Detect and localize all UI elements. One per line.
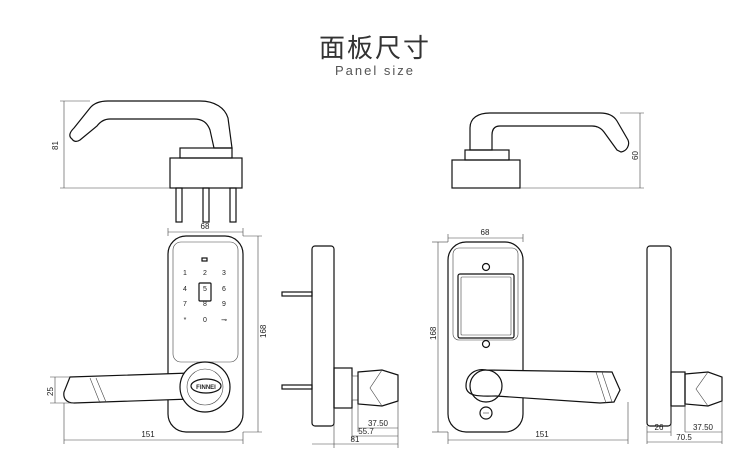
key-0: 0	[203, 317, 207, 324]
key-5: 5	[203, 286, 207, 293]
brand-logo-text: FINNEI	[196, 385, 216, 391]
side-lever-left	[357, 369, 399, 407]
page-title: 面板尺寸	[318, 34, 431, 64]
dim-back-width: 68	[481, 228, 490, 237]
page-subtitle: Panel size	[335, 63, 415, 78]
front-panel	[167, 235, 244, 433]
side-view-right: 26 37.50 70.5	[646, 245, 723, 444]
rose-collar-top-right	[464, 149, 510, 161]
handle-lever-top-right	[469, 112, 630, 153]
key-7: 7	[183, 301, 187, 308]
screw-top	[481, 262, 491, 272]
dim-side2-d1: 26	[655, 423, 664, 432]
rose-base-top-left	[169, 157, 243, 189]
front-view: 1 2 3 4 5 6 7 8 9 * 0 ⊸ FINNEI 68 168 25	[46, 222, 268, 444]
side-rose-right	[670, 371, 686, 407]
back-handle-rose	[469, 369, 503, 403]
dim-front-total-width: 151	[141, 430, 155, 439]
dim-front-width: 68	[201, 222, 210, 231]
rose-base-top-right	[451, 159, 521, 189]
key-9: 9	[222, 301, 226, 308]
rose-collar-top-left	[179, 147, 233, 159]
key-4: 4	[183, 286, 187, 293]
status-led	[201, 257, 208, 262]
dim-top-right-height: 60	[631, 151, 640, 160]
side-panel-left	[311, 245, 335, 427]
brand-logo-badge	[190, 378, 222, 394]
top-view-right: 60	[451, 112, 644, 189]
back-view: 68 168 151	[429, 228, 629, 444]
side-rose-left	[333, 367, 353, 409]
key-2: 2	[203, 270, 207, 277]
key-1: 1	[183, 270, 187, 277]
dim-top-left-height: 81	[51, 141, 60, 150]
dim-front-height: 168	[259, 324, 268, 338]
spindle-1	[175, 187, 183, 223]
key-3: 3	[222, 270, 226, 277]
dim-side2-d2: 37.50	[693, 423, 714, 432]
dim-back-height: 168	[429, 326, 438, 340]
screw-bottom	[481, 339, 491, 349]
key-6: 6	[222, 286, 226, 293]
dim-side-d1: 37.50	[368, 419, 389, 428]
dim-back-total-width: 151	[535, 430, 549, 439]
side-spindle-lower	[281, 384, 313, 390]
dim-side-d2: 55.7	[358, 427, 374, 436]
dim-side2-d3: 70.5	[676, 433, 692, 442]
dim-front-handle-height: 25	[46, 387, 55, 396]
spindle-2	[202, 187, 210, 223]
key-star: *	[184, 317, 187, 324]
fingerprint-sensor	[198, 282, 212, 302]
key-8: 8	[203, 301, 207, 308]
side-panel-right	[646, 245, 672, 427]
key-lock: ⊸	[221, 317, 227, 324]
side-view-left: 37.50 55.7 81	[281, 245, 399, 448]
side-spindle-upper	[281, 291, 313, 297]
back-panel	[447, 241, 524, 433]
battery-cover	[457, 273, 515, 339]
top-view-left: 81	[51, 100, 243, 223]
side-lever-right	[684, 371, 723, 407]
key-cylinder	[479, 406, 493, 420]
dim-side-d3: 81	[351, 435, 360, 444]
handle-lever-top-left	[69, 100, 233, 149]
spindle-3	[229, 187, 237, 223]
